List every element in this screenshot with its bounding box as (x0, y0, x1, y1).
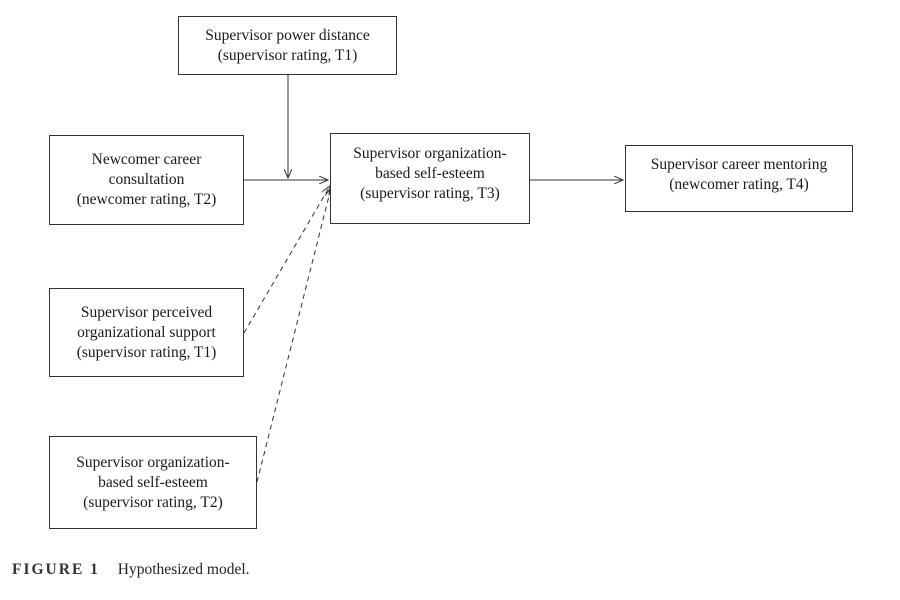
box-supervisor-career-mentoring: Supervisor career mentoring (newcomer ra… (625, 145, 853, 212)
box-line: Supervisor perceived (80, 303, 213, 321)
figure-label: FIGURE 1 (12, 561, 100, 578)
box-supervisor-perceived-support: Supervisor perceived organizational supp… (49, 288, 244, 377)
box-line: (supervisor rating, T3) (360, 185, 500, 202)
box-line: (supervisor rating, T2) (83, 493, 223, 511)
figure-caption-text: Hypothesized model. (117, 561, 250, 578)
box-supervisor-power-distance: Supervisor power distance (supervisor ra… (178, 16, 397, 75)
box-newcomer-career-consultation: Newcomer career consultation (newcomer r… (49, 135, 244, 225)
box-supervisor-obse-t2: Supervisor organization- based self-este… (49, 436, 257, 529)
box-line: (supervisor rating, T1) (76, 343, 217, 361)
box-line: Supervisor power distance (205, 26, 370, 44)
box-line: Supervisor organization- (76, 453, 230, 471)
box-line: Supervisor career mentoring (650, 156, 828, 173)
box-line: based self-esteem (98, 473, 208, 491)
box-supervisor-obse-t3: Supervisor organization- based self-este… (330, 133, 530, 224)
box-line: organizational support (77, 323, 216, 341)
box-line: (supervisor rating, T1) (217, 46, 358, 64)
dashed-arrow-obse-t2-to-obse-t3 (256, 188, 331, 483)
box-line: Supervisor organization- (353, 145, 507, 162)
box-line: Newcomer career (91, 151, 202, 168)
dashed-arrow-support-to-obse (243, 186, 330, 334)
box-line: (newcomer rating, T2) (76, 191, 217, 208)
box-line: consultation (108, 171, 185, 188)
box-line: (newcomer rating, T4) (669, 176, 809, 193)
box-line: based self-esteem (375, 165, 485, 182)
figure-caption: FIGURE 1 Hypothesized model. (12, 561, 250, 579)
